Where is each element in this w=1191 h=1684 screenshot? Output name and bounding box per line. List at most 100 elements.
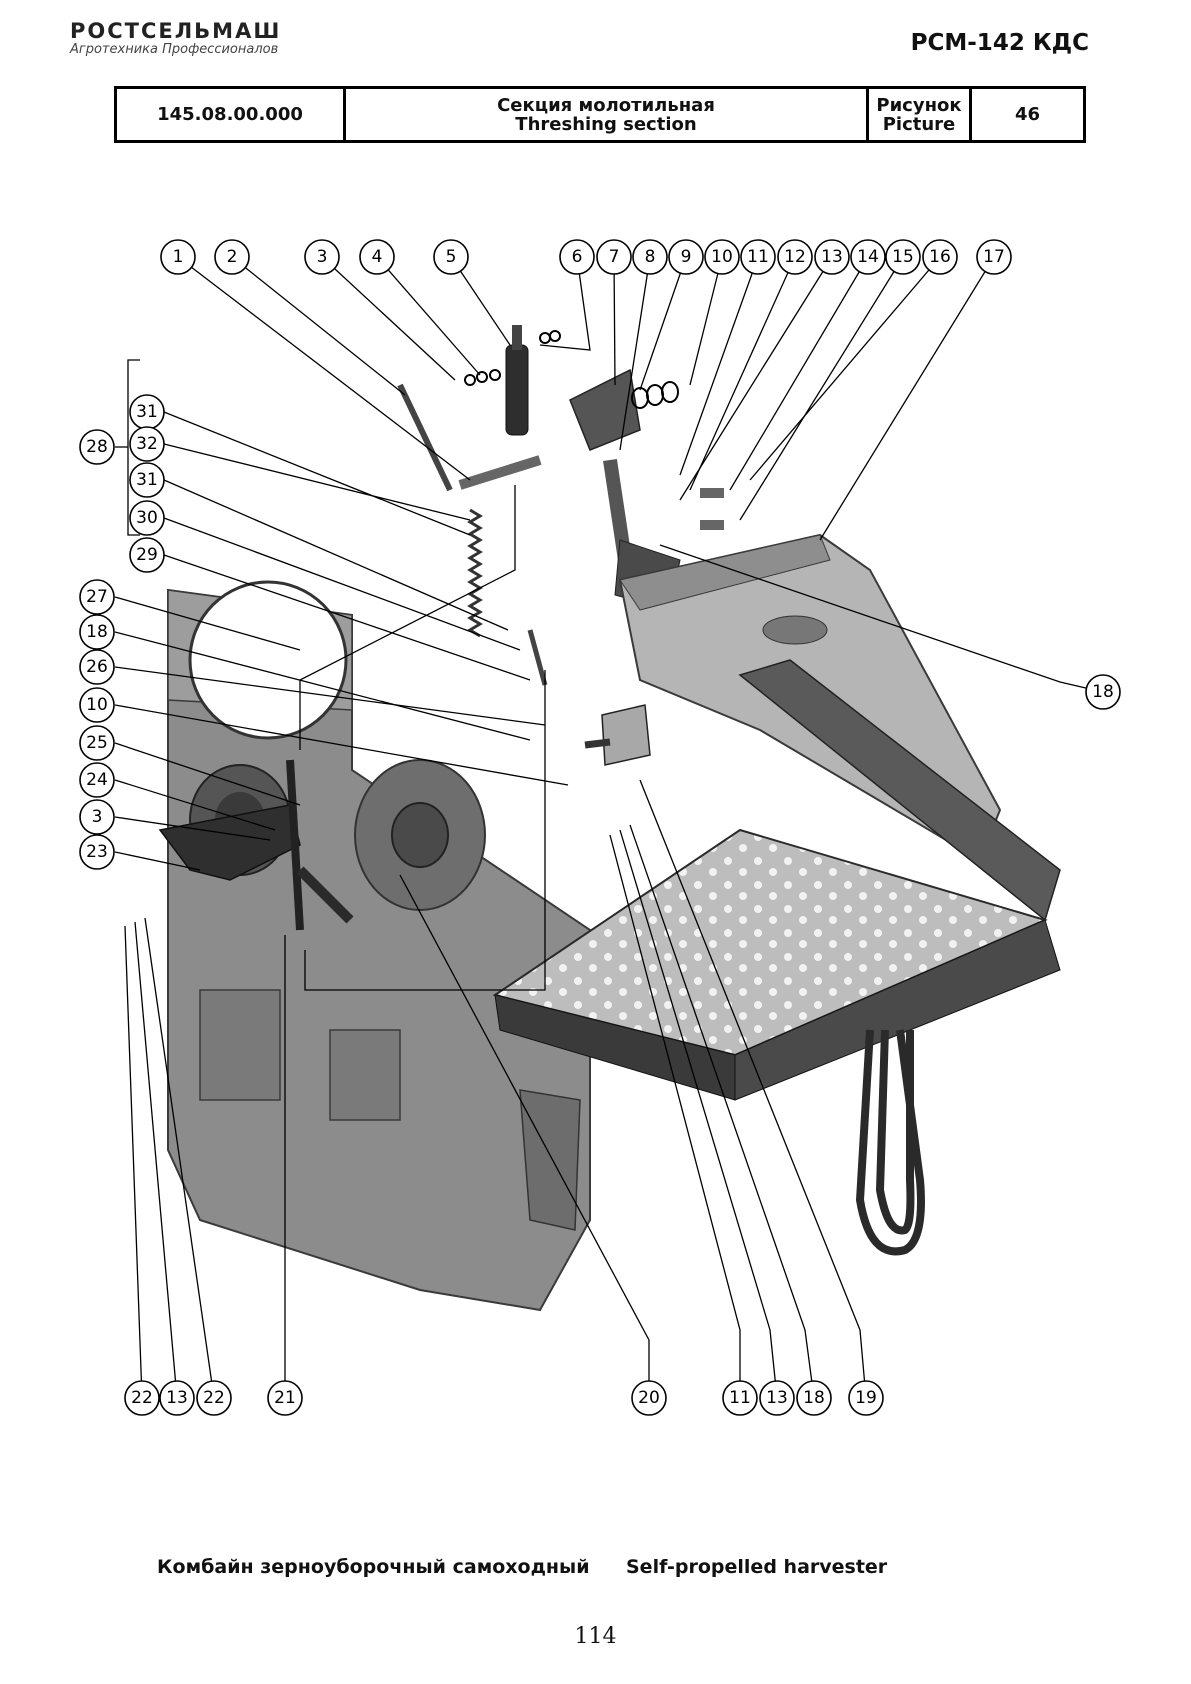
callout-23: 23: [79, 834, 115, 870]
callout-12: 12: [777, 239, 813, 275]
svg-text:31: 31: [136, 470, 158, 490]
callout-21: 21: [267, 1380, 303, 1416]
svg-text:27: 27: [86, 587, 108, 607]
svg-text:25: 25: [86, 733, 108, 753]
svg-text:29: 29: [136, 545, 158, 565]
caption-ru: Комбайн зерноуборочный самоходный: [157, 1556, 590, 1578]
svg-text:5: 5: [446, 247, 457, 267]
svg-text:11: 11: [729, 1388, 751, 1408]
callout-11-bottom: 11: [722, 1380, 758, 1416]
svg-text:13: 13: [166, 1388, 188, 1408]
brand-logo: РОСТСЕЛЬМАШ Агротехника Профессионалов: [70, 20, 281, 58]
caption-en: Self-propelled harvester: [626, 1556, 888, 1578]
callout-29: 29: [129, 537, 165, 573]
callout-30: 30: [129, 500, 165, 536]
callout-31-lower: 31: [129, 462, 165, 498]
callout-3: 3: [304, 239, 340, 275]
callout-9: 9: [668, 239, 704, 275]
callout-18-left: 18: [79, 614, 115, 650]
svg-text:9: 9: [681, 247, 692, 267]
assembly-name-en: Threshing section: [515, 113, 697, 135]
callout-19: 19: [848, 1380, 884, 1416]
svg-text:11: 11: [747, 247, 769, 267]
callout-2: 2: [214, 239, 250, 275]
callout-18-bottom: 18: [796, 1380, 832, 1416]
svg-text:7: 7: [609, 247, 620, 267]
svg-text:3: 3: [317, 247, 328, 267]
svg-text:16: 16: [929, 247, 951, 267]
callout-13-bottom-a: 13: [159, 1380, 195, 1416]
callout-3-left: 3: [79, 799, 115, 835]
svg-text:32: 32: [136, 434, 158, 454]
title-block: 145.08.00.000 Секция молотильная Threshi…: [114, 86, 1086, 143]
drive-pulley-assembly: [158, 759, 354, 931]
model-name: РСМ-142 КДС: [910, 30, 1089, 56]
svg-text:6: 6: [572, 247, 583, 267]
callout-20: 20: [631, 1380, 667, 1416]
brand-tagline: Агротехника Профессионалов: [70, 42, 279, 57]
svg-text:14: 14: [857, 247, 879, 267]
svg-text:30: 30: [136, 508, 158, 528]
callout-11: 11: [740, 239, 776, 275]
assembly-name-ru: Секция молотильная: [497, 94, 715, 116]
brand-name: РОСТСЕЛЬМАШ: [70, 19, 282, 43]
svg-text:18: 18: [1092, 682, 1114, 702]
hydraulic-cylinder: [464, 325, 561, 436]
svg-text:31: 31: [136, 402, 158, 422]
callout-18-right: 18: [1085, 674, 1121, 710]
mounting-plate: [584, 704, 651, 766]
callout-6: 6: [559, 239, 595, 275]
svg-text:28: 28: [86, 437, 108, 457]
svg-text:12: 12: [784, 247, 806, 267]
svg-text:4: 4: [372, 247, 383, 267]
callout-31-top: 31: [129, 394, 165, 430]
svg-text:20: 20: [638, 1388, 660, 1408]
callout-14: 14: [850, 239, 886, 275]
callout-7: 7: [596, 239, 632, 275]
perforated-platform: [492, 659, 1061, 1101]
svg-text:18: 18: [86, 622, 108, 642]
callout-22-a: 22: [124, 1380, 160, 1416]
callout-17: 17: [976, 239, 1012, 275]
callout-32: 32: [129, 426, 165, 462]
callout-22-b: 22: [196, 1380, 232, 1416]
svg-text:10: 10: [86, 695, 108, 715]
callout-26: 26: [79, 649, 115, 685]
svg-text:26: 26: [86, 657, 108, 677]
page-number: 114: [574, 1624, 617, 1649]
picture-number: 46: [969, 86, 1086, 143]
svg-text:13: 13: [821, 247, 843, 267]
svg-text:24: 24: [86, 770, 108, 790]
svg-text:22: 22: [131, 1388, 153, 1408]
callout-27: 27: [79, 579, 115, 615]
side-wall-panel: [167, 580, 591, 1312]
svg-text:19: 19: [855, 1388, 877, 1408]
svg-text:23: 23: [86, 842, 108, 862]
svg-text:18: 18: [803, 1388, 825, 1408]
exploded-assembly-diagram: 1 2 3 4 5 6 7 8 9 10 11 12 13 14 15 16 1…: [79, 239, 1121, 1416]
picture-label-en: Picture: [882, 113, 956, 135]
panel-opening-upper: [188, 580, 348, 740]
callout-5: 5: [433, 239, 469, 275]
svg-text:17: 17: [983, 247, 1005, 267]
hydraulic-hoses: [855, 1029, 925, 1256]
svg-text:2: 2: [227, 247, 238, 267]
svg-text:15: 15: [892, 247, 914, 267]
svg-text:10: 10: [711, 247, 733, 267]
assembly-name: Секция молотильная Threshing section: [343, 86, 869, 143]
callout-28: 28: [79, 429, 115, 465]
callout-15: 15: [885, 239, 921, 275]
picture-label: Рисунок Picture: [866, 86, 972, 143]
svg-text:8: 8: [645, 247, 656, 267]
svg-text:3: 3: [92, 807, 103, 827]
svg-text:21: 21: [274, 1388, 296, 1408]
callout-10-left: 10: [79, 687, 115, 723]
picture-label-ru: Рисунок: [876, 94, 962, 116]
assembly-code: 145.08.00.000: [114, 86, 346, 143]
callout-1: 1: [160, 239, 196, 275]
callout-4: 4: [359, 239, 395, 275]
svg-text:1: 1: [173, 247, 184, 267]
callout-16: 16: [922, 239, 958, 275]
svg-text:13: 13: [766, 1388, 788, 1408]
svg-text:22: 22: [203, 1388, 225, 1408]
